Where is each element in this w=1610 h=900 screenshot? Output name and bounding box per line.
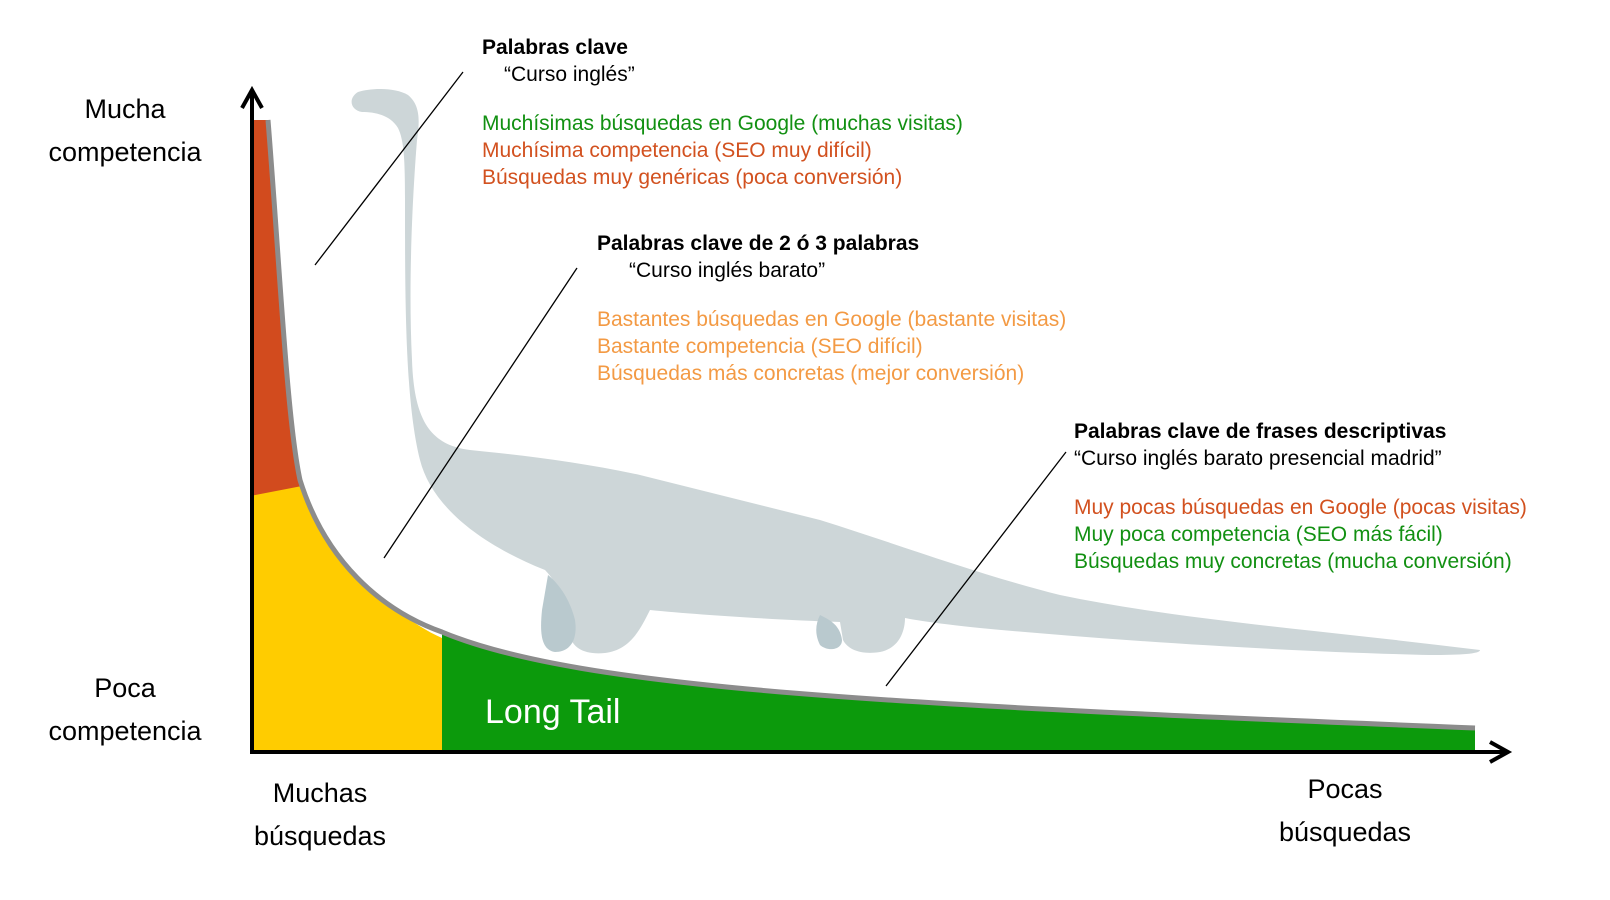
x-axis-left-label: Muchas búsquedas [230, 772, 410, 858]
annotation-example: “Curso inglés barato” [629, 259, 826, 282]
y-axis-top-label-line1: Mucha [84, 94, 166, 124]
y-axis-top-label-line2: competencia [48, 137, 202, 167]
x-axis-arrow [1489, 740, 1513, 764]
y-axis-arrow [240, 85, 264, 109]
leader-line-1 [314, 71, 464, 266]
x-axis-right-label: Pocas búsquedas [1250, 768, 1440, 854]
dinosaur-front-leg [816, 615, 842, 650]
dinosaur-body [351, 88, 1481, 655]
y-axis-bottom-label: Poca competencia [30, 667, 220, 753]
annotation-heading: Palabras clave de 2 ó 3 palabras [597, 232, 920, 255]
long-tail-label: Long Tail [485, 693, 621, 731]
annotation-example: “Curso inglés” [504, 63, 635, 86]
annotation-line: Bastantes búsquedas en Google (bastante … [597, 308, 1067, 331]
x-axis-left-label-line1: Muchas [272, 778, 368, 808]
dinosaur-silhouette [351, 88, 1481, 655]
middle-segment [254, 486, 442, 752]
annotation-line: Muchísima competencia (SEO muy difícil) [482, 139, 872, 162]
y-axis-bottom-label-line1: Poca [94, 673, 156, 703]
annotation-line: Muchísimas búsquedas en Google (muchas v… [482, 112, 963, 135]
annotation-line: Búsquedas muy concretas (mucha conversió… [1074, 550, 1512, 573]
x-axis-left-label-line2: búsquedas [253, 821, 387, 851]
annotation-example: “Curso inglés barato presencial madrid” [1074, 447, 1442, 470]
annotation-heading: Palabras clave de frases descriptivas [1074, 420, 1447, 443]
annotation-keywords: Palabras clave “Curso inglés” Muchísimas… [482, 34, 963, 191]
dinosaur-back-leg [541, 575, 576, 652]
annotation-descriptive-phrases: Palabras clave de frases descriptivas “C… [1074, 418, 1527, 575]
annotation-heading: Palabras clave [482, 36, 628, 59]
y-axis-bottom-label-line2: competencia [48, 716, 202, 746]
leader-lines [314, 71, 1067, 687]
y-axis-top-label: Mucha competencia [30, 88, 220, 174]
annotation-line: Bastante competencia (SEO difícil) [597, 335, 923, 358]
annotation-line: Muy pocas búsquedas en Google (pocas vis… [1074, 496, 1527, 519]
annotation-line: Muy poca competencia (SEO más fácil) [1074, 523, 1443, 546]
x-axis-right-label-line2: búsquedas [1278, 817, 1412, 847]
annotation-2-3-word-keywords: Palabras clave de 2 ó 3 palabras “Curso … [597, 230, 1066, 387]
axes [240, 85, 1513, 764]
annotation-line: Búsquedas muy genéricas (poca conversión… [482, 166, 903, 189]
x-axis-right-label-line1: Pocas [1307, 774, 1383, 804]
long-tail-curve [265, 119, 1476, 731]
leader-line-3 [885, 451, 1067, 687]
leader-line-2 [383, 267, 578, 559]
annotation-line: Búsquedas más concretas (mejor conversió… [597, 362, 1025, 385]
